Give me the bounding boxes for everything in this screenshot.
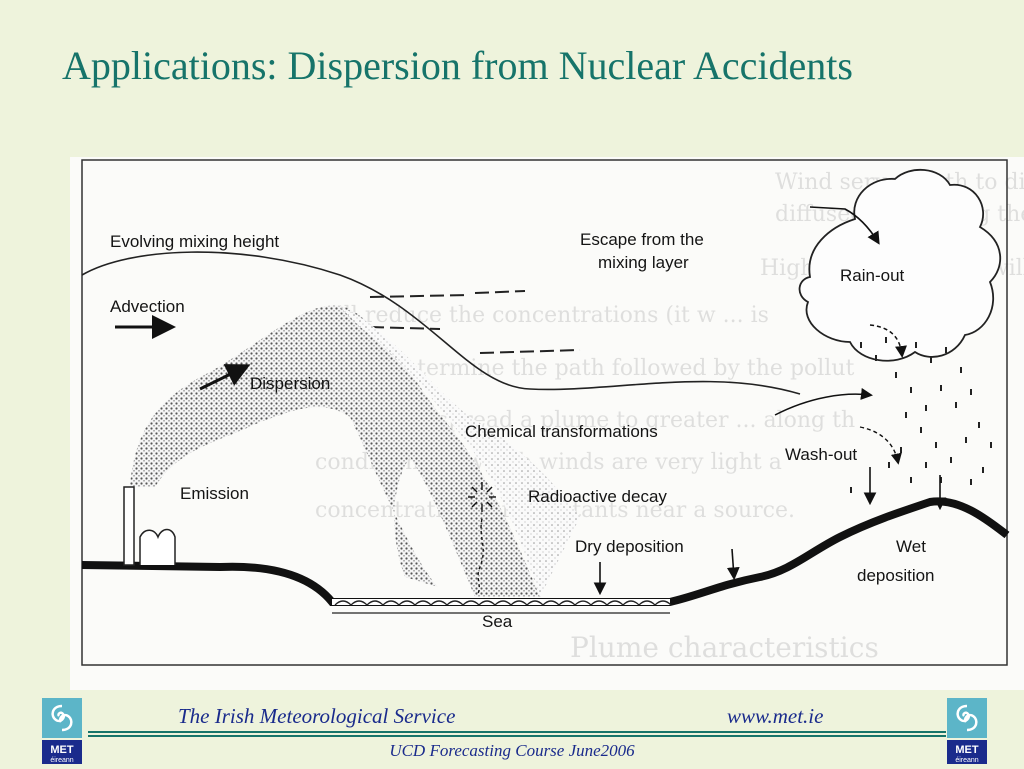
dispersion-diagram: Wind serves both to diffuse (dilute) and… (70, 157, 1024, 690)
dry-dep-arrow-2 (726, 548, 740, 581)
factory-building (139, 528, 176, 565)
svg-text:éireann: éireann (955, 757, 978, 764)
label-chemical-transformations: Chemical transformations (465, 422, 658, 441)
rain-out-arrow (869, 324, 907, 358)
footer-course: UCD Forecasting Course June2006 (389, 741, 635, 760)
label-dry-deposition: Dry deposition (575, 537, 684, 556)
escape-dash-1 (369, 290, 526, 298)
escape-dash-2 (369, 326, 441, 330)
svg-text:MET: MET (50, 744, 74, 756)
ghost-heading: Plume characteristics (570, 631, 879, 664)
escape-dash-3 (479, 349, 581, 354)
svg-text:MET: MET (955, 744, 979, 756)
label-advection: Advection (110, 297, 185, 316)
decay-star-icon (468, 482, 496, 512)
svg-text:éireann: éireann (50, 757, 73, 764)
label-emission: Emission (180, 484, 249, 503)
rain-drops (850, 337, 992, 493)
mixing-height-curve (81, 251, 801, 395)
decay-squiggle (477, 518, 484, 594)
cloud-inflow-arrow (774, 387, 873, 416)
label-wet-line2: deposition (857, 566, 935, 585)
ghost-line-5: determine the path followed by the pollu… (390, 356, 855, 381)
slide-title: Applications: Dispersion from Nuclear Ac… (62, 43, 853, 88)
label-dispersion: Dispersion (250, 374, 330, 393)
rain-cloud (798, 168, 1002, 362)
footer-organization: The Irish Meteorological Service (178, 704, 456, 728)
plume-light (340, 307, 580, 597)
ground (81, 497, 1010, 606)
label-wash-out: Wash-out (785, 445, 857, 464)
label-escape-line1: Escape from the (580, 230, 704, 249)
wash-out-arrow (859, 426, 902, 465)
label-wet-line1: Wet (896, 537, 926, 556)
label-evolving-mixing-height: Evolving mixing height (110, 232, 279, 251)
sea-waves (334, 600, 672, 606)
label-radioactive-decay: Radioactive decay (528, 487, 667, 506)
met-eireann-logo-left: MET éireann (42, 698, 82, 764)
escape-arrow (809, 206, 880, 245)
footer-divider-top (88, 731, 946, 733)
advection-arrow (199, 364, 251, 391)
label-escape-line2: mixing layer (598, 253, 689, 272)
met-eireann-logo-right: MET éireann (947, 698, 987, 764)
ghost-line-4: will reduce the concentrations (it w ...… (318, 303, 769, 328)
label-rain-out: Rain-out (840, 266, 905, 285)
footer-divider-bottom (88, 735, 946, 737)
chimney-stack (123, 486, 135, 566)
diagram-frame (81, 159, 1008, 666)
footer-url-link[interactable]: www.met.ie (727, 704, 824, 728)
label-sea: Sea (482, 612, 513, 631)
